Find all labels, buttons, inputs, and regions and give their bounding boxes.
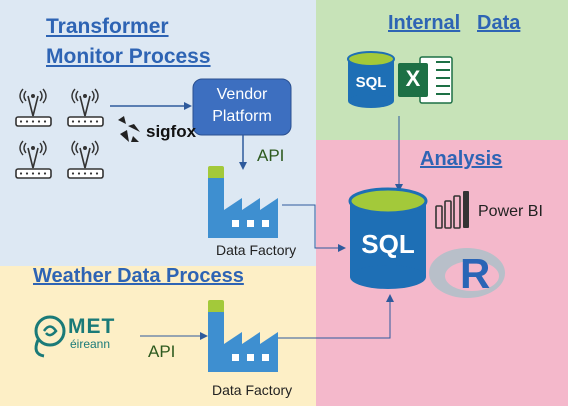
excel-icon [398,56,453,104]
met-eireann-logo-icon [34,315,66,358]
power-bi-icon [435,191,469,229]
database-sql-icon [347,51,395,108]
vendor-platform-label-line1: Vendor [216,86,268,103]
data-factory-icon [208,300,278,372]
radio-tower-icon [67,88,104,127]
transformer-title-line2: Monitor Process [46,45,211,68]
r-letter: R [460,250,491,297]
r-logo-icon [429,248,505,298]
api-bottom-label: API [148,342,176,361]
weather-title: Weather Data Process [33,265,244,287]
sigfox-logo-icon [118,116,140,142]
api-top-label: API [257,146,285,165]
radio-tower-icon [15,140,52,179]
sql-small-label: SQL [355,74,387,91]
power-bi-label: Power BI [478,203,543,220]
radio-tower-icon [15,88,52,127]
data-factory-bottom-label: Data Factory [212,382,293,398]
database-sql-big-icon [348,187,428,289]
data-factory-top-label: Data Factory [216,242,297,258]
sigfox-label: sigfox [146,122,197,141]
vendor-platform-label-line2: Platform [212,108,272,125]
factory-bottom-to-sql-connector [278,300,391,339]
transformer-title-line1: Transformer [46,15,169,38]
factory-top-to-sql-connector [282,204,340,249]
analysis-title: Analysis [420,148,503,170]
internal-data-title-word1: Internal [388,12,461,34]
sql-big-label: SQL [361,229,415,259]
met-label-line2: éireann [70,337,111,351]
data-factory-icon [208,166,278,238]
excel-letter: X [405,66,421,91]
met-label-line1: MET [68,315,116,338]
internal-data-title-word2: Data [477,12,521,34]
radio-tower-icon [67,140,104,179]
vendor-platform-box [192,78,292,136]
